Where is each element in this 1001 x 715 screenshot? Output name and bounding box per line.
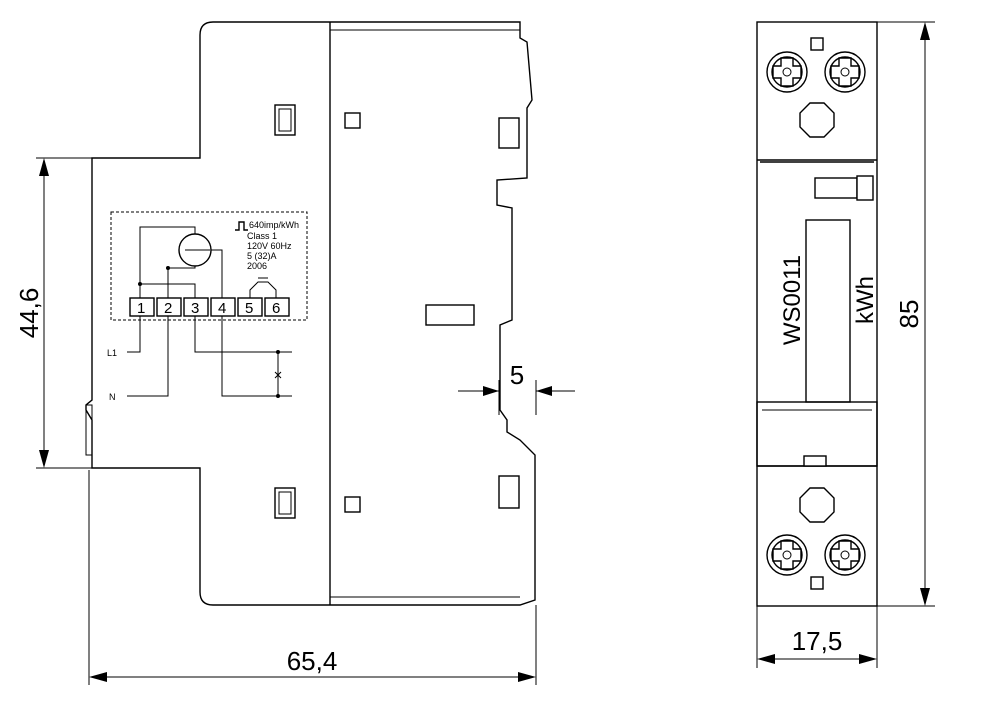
terminal-6: [264, 297, 290, 317]
dim-front-height-arrow-top: [920, 22, 930, 40]
model-label: WS0011: [779, 255, 806, 345]
wire-t4: [211, 249, 223, 298]
terminal-label-2: 2: [164, 300, 172, 317]
wire-t2: [167, 266, 196, 298]
center-window: [425, 304, 475, 326]
terminal-3: [183, 297, 209, 317]
spec-line-2: Class 1: [247, 231, 277, 241]
pulse-icon: [235, 221, 248, 231]
terminal-label-1: 1: [137, 300, 145, 317]
terminal-2: [156, 297, 182, 317]
screw-icon: [824, 51, 866, 93]
terminal-5: [237, 297, 263, 317]
wire-l1: [127, 316, 141, 353]
terminal-label-5: 5: [245, 300, 253, 317]
terminal-label-4: 4: [218, 300, 226, 317]
front-panel-top-edge: [757, 159, 877, 163]
dim-height-arrow-bottom: [39, 450, 49, 468]
spec-line-5: 2006: [247, 261, 267, 271]
screw-icon: [766, 534, 808, 576]
load-symbol: [274, 371, 282, 379]
spec-line-4: 5 (32)A: [247, 251, 277, 261]
wire-t1-t3: [140, 283, 196, 298]
spec-line-3: 120V 60Hz: [247, 241, 292, 251]
side-slot-bottom: [498, 475, 520, 509]
wiring-box: [110, 211, 308, 321]
slot-bottom-inner: [278, 491, 292, 515]
dim-front-height-label: 85: [894, 300, 924, 329]
square-top: [344, 112, 361, 129]
front-square-top: [810, 37, 824, 51]
dim-rail-label: 5: [510, 360, 524, 390]
front-clip-tab: [814, 177, 858, 199]
dim-width-arrow-left: [89, 672, 107, 682]
din-clip: [85, 404, 93, 456]
side-slot-top: [498, 117, 520, 149]
junction-1: [138, 282, 142, 286]
wire-load-n: [221, 316, 278, 397]
l1-label: L1: [107, 348, 117, 358]
terminal-4: [210, 297, 236, 317]
load-node-bottom: [276, 394, 280, 398]
terminal-label-6: 6: [272, 300, 280, 317]
dim-height-label: 44,6: [14, 288, 44, 339]
pulse-output-symbol: [249, 281, 277, 298]
wire-n: [127, 316, 169, 397]
dim-rail-arrow-right: [536, 386, 552, 396]
slot-top: [274, 104, 296, 136]
slot-bottom: [274, 487, 296, 519]
square-bottom: [344, 496, 361, 513]
side-body-outline: [85, 21, 536, 606]
junction-2: [166, 266, 170, 270]
unit-label: kWh: [852, 276, 879, 324]
wire-load-l: [194, 316, 278, 353]
load-node-top: [276, 350, 280, 354]
dim-front-width-label: 17,5: [792, 626, 843, 656]
dim-height-arrow-top: [39, 158, 49, 176]
wire-t1: [139, 226, 196, 298]
dim-front-width-arrow-left: [757, 654, 775, 664]
screw-icon: [766, 51, 808, 93]
dim-rail-arrow-left: [483, 386, 499, 396]
terminal-label-3: 3: [191, 300, 199, 317]
dim-width-label: 65,4: [287, 646, 338, 676]
side-view: 640imp/kWh Class 1 120V 60Hz 5 (32)A 200…: [14, 21, 575, 685]
front-body-outline: [756, 21, 878, 607]
front-square-bottom: [810, 576, 824, 590]
lower-bar-notch: [803, 455, 827, 467]
octagon-top: [799, 102, 835, 138]
spec-line-1: 640imp/kWh: [249, 220, 299, 230]
display-window: [805, 219, 851, 403]
slot-top-inner: [278, 108, 292, 132]
octagon-bottom: [799, 487, 835, 523]
front-clip-end: [856, 175, 874, 201]
dim-front-width-arrow-right: [859, 654, 877, 664]
screw-icon: [824, 534, 866, 576]
terminal-1: [129, 297, 155, 317]
front-view: WS0011 kWh: [756, 21, 935, 668]
dim-width-arrow-right: [518, 672, 536, 682]
dim-front-height-arrow-bottom: [920, 588, 930, 606]
n-label: N: [109, 392, 116, 402]
